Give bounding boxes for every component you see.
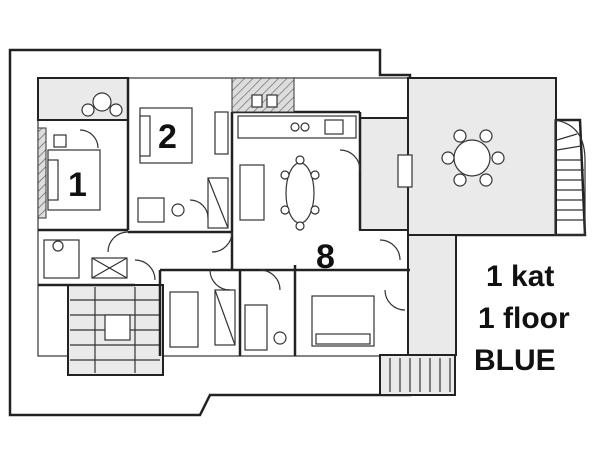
shower-2 xyxy=(137,197,165,223)
single-bed xyxy=(169,291,199,348)
wardrobe-2 xyxy=(214,111,229,155)
terrace-right-strip xyxy=(407,234,457,356)
balcony-table-left xyxy=(92,92,112,112)
toilet-1 xyxy=(52,240,64,252)
dining-table xyxy=(285,162,315,224)
terrace-bottom xyxy=(379,354,456,396)
door-window xyxy=(397,154,413,188)
room-label-2: 2 xyxy=(158,118,177,156)
hatched-block xyxy=(231,77,295,113)
pillow-3 xyxy=(315,333,371,345)
terrace-table xyxy=(453,139,491,177)
pillow-2 xyxy=(139,115,151,157)
legend-floor-en: 1 floor xyxy=(478,302,570,335)
sofa xyxy=(239,164,265,221)
legend-color-name: BLUE xyxy=(474,344,556,377)
spiral-stair xyxy=(554,119,586,236)
pillow-1 xyxy=(47,159,59,201)
room-label-1: 1 xyxy=(68,166,87,204)
toilet-2 xyxy=(171,203,185,217)
legend-floor-kat: 1 kat xyxy=(486,260,555,293)
bathtub xyxy=(244,304,268,351)
stair-landing xyxy=(104,314,131,341)
nightstand-1 xyxy=(53,134,67,148)
room-label-8: 8 xyxy=(316,238,335,276)
toilet-3 xyxy=(273,331,287,345)
wardrobe-left xyxy=(37,127,47,219)
